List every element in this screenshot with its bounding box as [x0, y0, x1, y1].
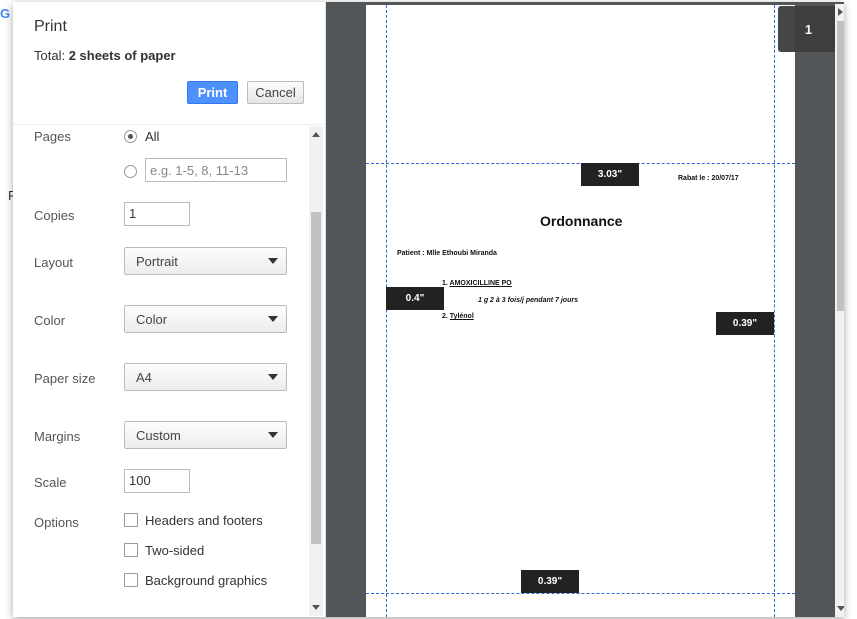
options-label: Options [34, 515, 79, 530]
margins-select[interactable]: Custom [124, 421, 287, 449]
chevron-down-icon [268, 258, 278, 264]
chevron-down-icon [268, 432, 278, 438]
google-logo-fragment: G [0, 6, 11, 21]
sheet-total-value: 2 sheets of paper [68, 48, 176, 63]
medication-dosage: 1 g 2 à 3 fois/j pendant 7 jours [478, 297, 578, 304]
prescription-title: Ordonnance [540, 213, 623, 229]
scale-label: Scale [34, 475, 67, 490]
chevron-down-icon [268, 316, 278, 322]
layout-select[interactable]: Portrait [124, 247, 287, 275]
print-sidebar: Print Total: 2 sheets of paper Print Can… [13, 2, 326, 617]
color-label: Color [34, 313, 66, 328]
medication-number: 2. [442, 313, 450, 320]
cancel-button[interactable]: Cancel [247, 81, 304, 104]
layout-label: Layout [34, 255, 74, 270]
pages-all-radio[interactable] [124, 130, 137, 143]
copies-label: Copies [34, 208, 75, 223]
two-sided-label: Two-sided [145, 543, 205, 558]
top-margin-value: 3.03" [581, 163, 639, 186]
scroll-down-icon[interactable] [837, 606, 844, 611]
medication-name: Tylénol [449, 313, 474, 320]
dialog-title: Print [34, 18, 67, 35]
pages-range-input[interactable] [145, 158, 287, 182]
print-preview: Rabat le : 20/07/17 Ordonnance Patient :… [326, 2, 844, 617]
sheet-total: Total: 2 sheets of paper [34, 48, 176, 63]
paper-size-select[interactable]: A4 [124, 363, 287, 391]
page-number-badge: 1 [778, 6, 839, 52]
paper-size-value: A4 [136, 370, 152, 385]
background-graphics-label: Background graphics [145, 573, 268, 588]
settings-panel: Pages All Copies 1 Layout Portrait Color… [13, 124, 325, 603]
left-margin-value: 0.4" [386, 287, 444, 310]
chevron-down-icon [268, 374, 278, 380]
right-margin-guide[interactable] [774, 5, 775, 617]
bottom-margin-guide[interactable] [366, 593, 795, 594]
color-select[interactable]: Color [124, 305, 287, 333]
prescription-patient: Patient : Mlle Ethoubi Miranda [397, 250, 497, 257]
medication-item-2: 2. Tylénol [442, 313, 474, 320]
scrollbar-thumb[interactable] [837, 21, 844, 311]
pages-all-label: All [145, 129, 160, 144]
margins-value: Custom [136, 428, 181, 443]
medication-name: AMOXICILLINE PO [449, 280, 512, 287]
pages-range-radio[interactable] [124, 165, 137, 178]
bottom-margin-value: 0.39" [521, 570, 579, 593]
sheet-total-label: Total: [34, 48, 69, 63]
preview-scrollbar[interactable] [835, 4, 844, 617]
pages-label: Pages [34, 129, 71, 144]
preview-page: Rabat le : 20/07/17 Ordonnance Patient :… [366, 5, 795, 617]
prescription-date: Rabat le : 20/07/17 [678, 175, 739, 182]
print-dialog: Print Total: 2 sheets of paper Print Can… [13, 2, 844, 617]
headers-footers-label: Headers and footers [145, 513, 263, 528]
paper-size-label: Paper size [34, 371, 96, 386]
top-margin-guide[interactable] [366, 163, 795, 164]
print-button[interactable]: Print [187, 81, 238, 104]
layout-value: Portrait [136, 254, 178, 269]
copies-input[interactable]: 1 [124, 202, 190, 226]
two-sided-checkbox[interactable] [124, 543, 138, 557]
settings-scrollbar[interactable] [309, 126, 323, 616]
scrollbar-thumb[interactable] [311, 212, 321, 544]
background-text-fragment: P [8, 188, 17, 203]
margins-label: Margins [34, 429, 81, 444]
background-graphics-checkbox[interactable] [124, 573, 138, 587]
scroll-up-icon[interactable] [312, 132, 320, 137]
medication-item-1: 1. AMOXICILLINE PO [442, 280, 512, 287]
right-margin-value: 0.39" [716, 312, 774, 335]
scale-input[interactable]: 100 [124, 469, 190, 493]
medication-number: 1. [442, 280, 450, 287]
scroll-down-icon[interactable] [312, 605, 320, 610]
headers-footers-checkbox[interactable] [124, 513, 138, 527]
left-margin-guide[interactable] [386, 5, 387, 617]
scroll-right-icon[interactable] [838, 8, 843, 16]
color-value: Color [136, 312, 168, 327]
